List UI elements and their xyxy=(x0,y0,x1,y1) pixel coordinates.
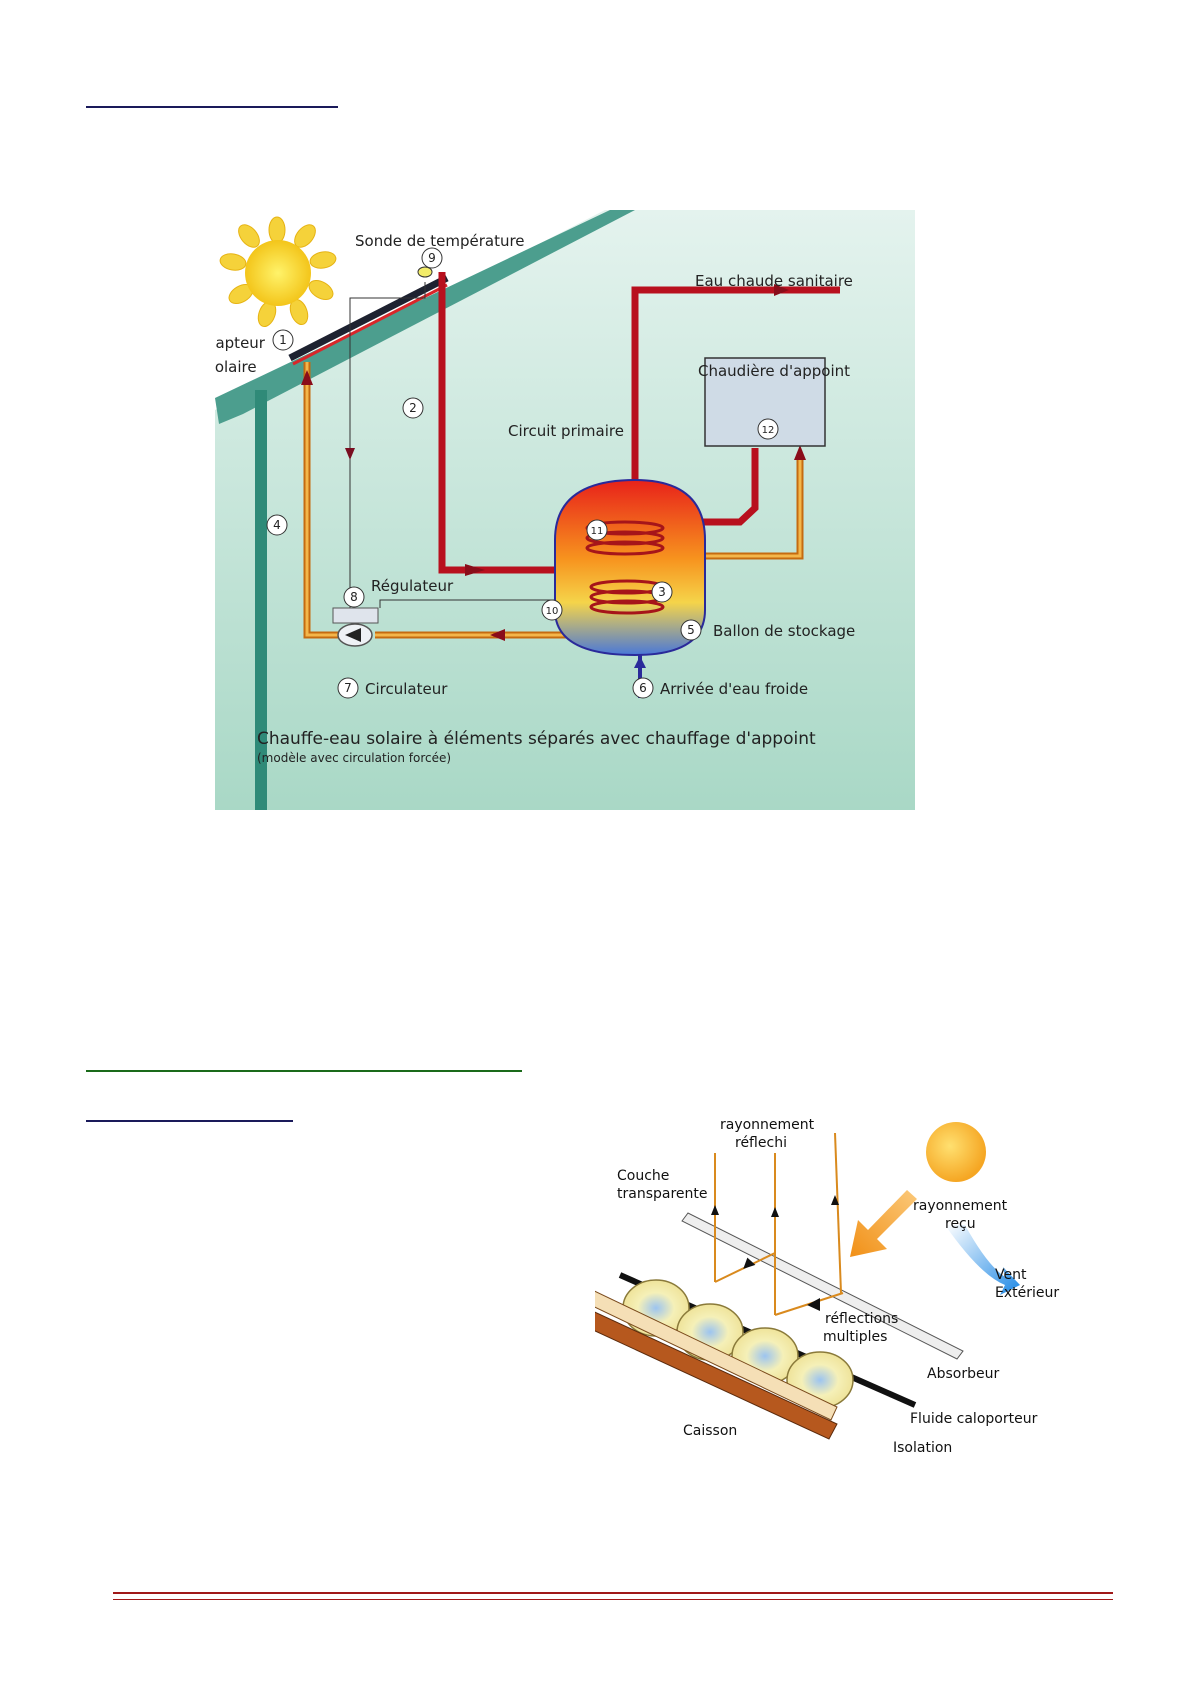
arrow-up-icon xyxy=(634,656,646,668)
label-vent-2: Extérieur xyxy=(995,1285,1059,1301)
sun-icon xyxy=(926,1122,986,1182)
number-3: 3 xyxy=(658,585,666,599)
sanitary-hot-pipe xyxy=(631,286,840,490)
label-fluide: Fluide caloporteur xyxy=(910,1411,1038,1427)
number-7: 7 xyxy=(344,681,352,695)
diagram-caption: Chauffe-eau solaire à éléments séparés a… xyxy=(257,729,816,749)
wall xyxy=(255,390,267,810)
heading-underline-1 xyxy=(86,106,338,108)
arrow-right-icon xyxy=(465,564,485,576)
number-9: 9 xyxy=(428,251,436,265)
label-sonde: Sonde de température xyxy=(355,232,525,250)
collector-cross-section-diagram: rayonnement réflechi Couche transparente… xyxy=(595,1117,1059,1456)
solar-water-heater-diagram: 1 2 3 4 5 6 7 8 9 10 11 12 Sonde de temp… xyxy=(215,210,915,810)
number-8: 8 xyxy=(350,590,358,604)
solar-collector xyxy=(288,274,449,362)
number-6: 6 xyxy=(639,681,647,695)
footer-rule xyxy=(113,1592,1113,1600)
temperature-sensor-icon xyxy=(417,266,433,278)
roof xyxy=(215,210,635,424)
heading-underline-2 xyxy=(86,1070,522,1072)
label-capteur: Capteur xyxy=(215,334,266,352)
label-reflections: réflections xyxy=(825,1311,898,1327)
heading-underline-3 xyxy=(86,1120,293,1122)
number-4: 4 xyxy=(273,518,281,532)
casing xyxy=(595,1311,838,1440)
sun-icon xyxy=(219,216,337,328)
regulator-box xyxy=(332,607,379,624)
label-isolation: Isolation xyxy=(893,1440,952,1456)
label-eau-chaude: Eau chaude sanitaire xyxy=(695,272,853,290)
label-caisson: Caisson xyxy=(683,1423,737,1439)
number-1: 1 xyxy=(279,333,287,347)
label-chaudiere: Chaudière d'appoint xyxy=(698,362,850,380)
label-regulateur: Régulateur xyxy=(371,577,454,595)
label-rayonnement-reflechi-2: réflechi xyxy=(735,1135,787,1151)
received-ray-arrow-icon xyxy=(850,1190,917,1257)
number-12: 12 xyxy=(762,425,775,436)
diagram-caption-sub: (modèle avec circulation forcée) xyxy=(257,751,451,765)
label-circulateur: Circulateur xyxy=(365,680,448,698)
arrow-right-icon xyxy=(774,284,789,296)
number-2: 2 xyxy=(409,401,417,415)
arrow-up-icon xyxy=(301,370,313,385)
label-vent: Vent xyxy=(995,1267,1027,1283)
number-10: 10 xyxy=(546,606,559,617)
label-couche-2: transparente xyxy=(617,1186,708,1202)
arrow-up-icon xyxy=(794,445,806,460)
label-ballon: Ballon de stockage xyxy=(713,622,855,640)
label-couche: Couche xyxy=(617,1168,669,1184)
label-arrivee: Arrivée d'eau froide xyxy=(660,680,808,698)
label-circuit-primaire: Circuit primaire xyxy=(508,422,624,440)
label-capteur-2: solaire xyxy=(215,358,257,376)
number-11: 11 xyxy=(591,526,604,537)
label-rayonnement-recu-2: reçu xyxy=(945,1216,976,1232)
label-rayonnement-recu: rayonnement xyxy=(913,1198,1008,1214)
insulation xyxy=(595,1290,838,1421)
label-absorbeur: Absorbeur xyxy=(927,1366,999,1382)
transparent-cover xyxy=(681,1212,964,1360)
label-reflections-2: multiples xyxy=(823,1329,887,1345)
number-5: 5 xyxy=(687,623,695,637)
wind-arrow-icon xyxy=(945,1225,1020,1295)
label-rayonnement-reflechi: rayonnement xyxy=(720,1117,815,1133)
arrow-left-icon xyxy=(490,629,505,641)
boiler-box xyxy=(704,357,826,447)
